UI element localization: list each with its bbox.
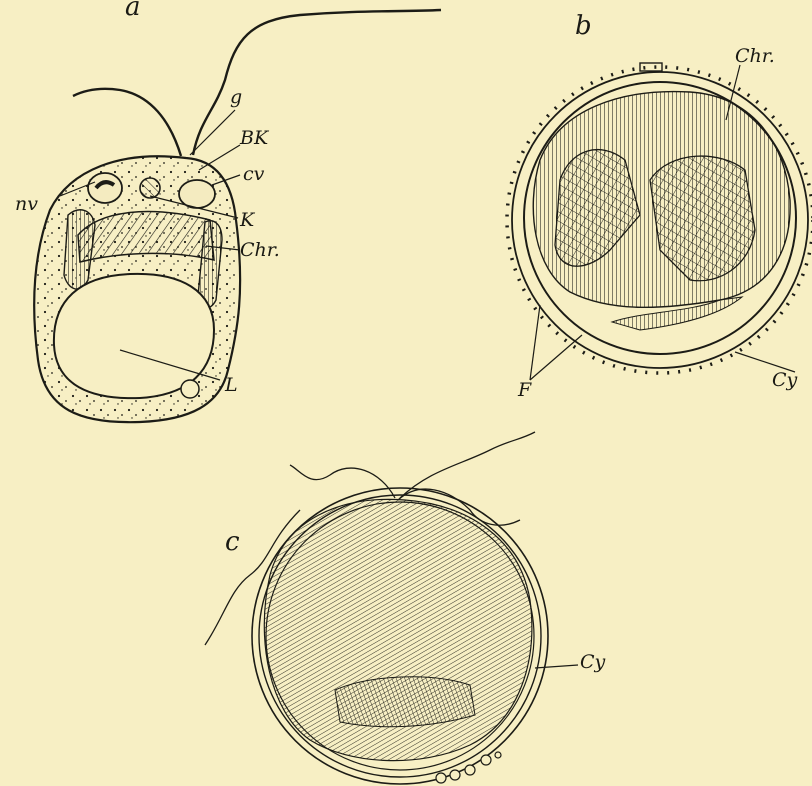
label-cy-b: Cy xyxy=(772,369,798,391)
k-nucleus xyxy=(140,178,160,198)
label-bk: BK xyxy=(239,127,270,149)
label-chr-a: Chr. xyxy=(240,239,280,261)
flagellum xyxy=(193,10,441,155)
panel-c: c Cy xyxy=(205,432,606,784)
panel-a-label: a xyxy=(125,0,141,22)
panel-c-label: c xyxy=(225,527,240,557)
label-nv: nv xyxy=(15,193,38,215)
flagellum xyxy=(73,89,181,156)
flagellum xyxy=(290,465,395,498)
panel-b: b Chr. Cy F xyxy=(507,11,812,401)
chromatophore-c xyxy=(335,677,475,727)
panel-b-label: b xyxy=(575,11,592,41)
label-k: K xyxy=(239,209,256,231)
small-granule xyxy=(181,380,199,398)
label-cv: cv xyxy=(243,163,265,185)
panel-a: a g BK nv cv K Chr. L xyxy=(15,0,441,422)
nv-vacuole xyxy=(88,173,122,203)
cv-vacuole xyxy=(179,180,215,208)
label-cy-c: Cy xyxy=(580,651,606,673)
flagellum xyxy=(400,432,535,498)
label-chr-b: Chr. xyxy=(735,45,775,67)
label-g: g xyxy=(230,86,242,108)
label-l: L xyxy=(224,374,238,396)
leader-line-c xyxy=(535,665,578,668)
label-f: F xyxy=(517,379,532,401)
